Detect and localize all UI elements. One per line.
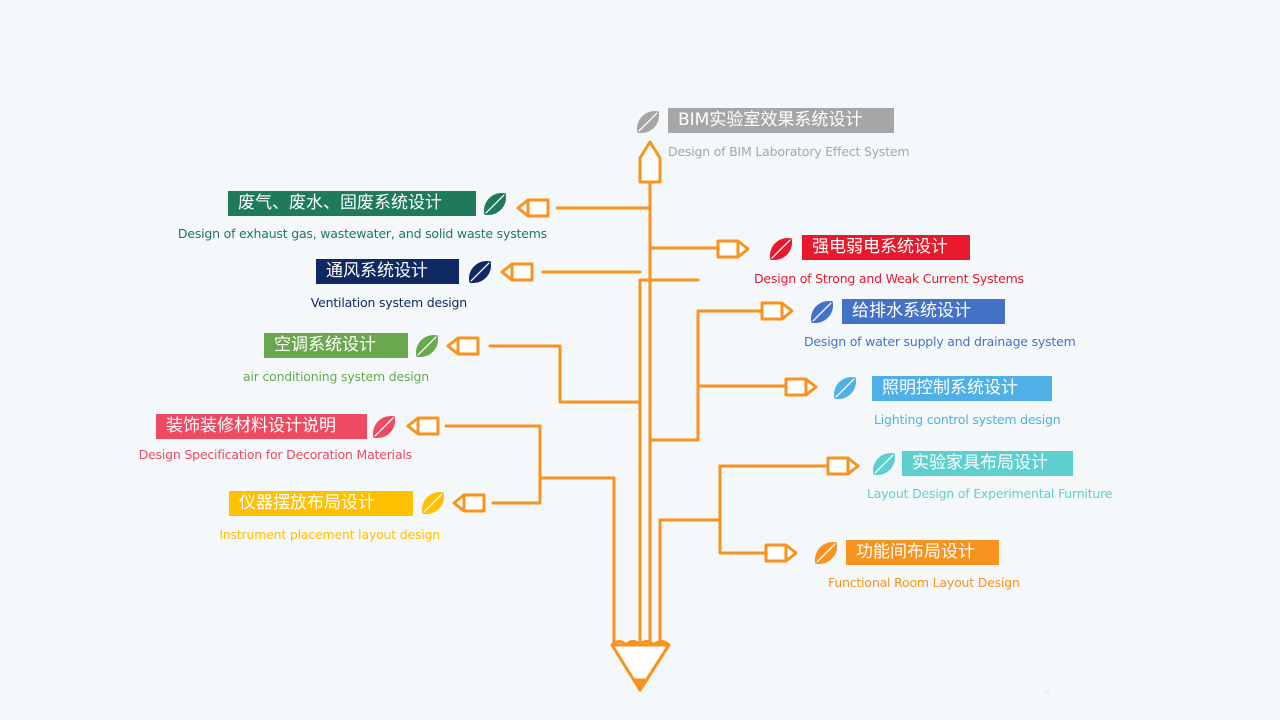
node-label-aircon: 空调系统设计 [264,333,408,358]
node-subtitle-room: Functional Room Layout Design [828,575,1020,590]
leaf-icon-current [769,237,793,261]
node-subtitle-decoration: Design Specification for Decoration Mate… [138,447,413,462]
leaf-icon-aircon [415,334,439,358]
pencil-instrument [452,493,486,513]
node-label-bim: BIM实验室效果系统设计 [668,108,894,133]
node-subtitle-instrument: Instrument placement layout design [219,527,440,542]
leaf-icon-water [810,300,834,324]
leaf-icon-decoration [372,415,396,439]
leaf-icon-room [814,541,838,565]
node-label-room: 功能间布局设计 [846,540,999,565]
node-subtitle-lighting: Lighting control system design [874,412,1061,427]
trunk-line-right [658,518,670,647]
node-label-furniture: 实验家具布局设计 [902,451,1073,476]
leaf-icon-instrument [421,491,445,515]
pencil-current [716,239,750,259]
node-subtitle-exhaust: Design of exhaust gas, wastewater, and s… [177,226,547,241]
node-subtitle-ventilation: Ventilation system design [310,295,467,310]
pencil-lighting [784,377,818,397]
node-label-lighting: 照明控制系统设计 [872,376,1052,401]
node-label-water: 给排水系统设计 [842,299,1005,324]
pencil-top [638,140,662,184]
node-subtitle-furniture: Layout Design of Experimental Furniture [867,486,1113,501]
pencil-exhaust [516,198,550,218]
branch-room [718,464,766,555]
branch-instrument [491,476,616,505]
pencil-decoration [406,416,440,436]
page-number: 2 [1044,684,1051,697]
pencil-aircon [446,336,480,356]
leaf-icon-exhaust [483,192,507,216]
node-label-ventilation: 通风系统设计 [316,259,459,284]
branch-water [648,309,762,442]
node-label-current: 强电弱电系统设计 [802,235,970,260]
pencil-ventilation [500,262,534,282]
node-label-decoration: 装饰装修材料设计说明 [156,414,367,439]
pencil-furniture [826,456,860,476]
trunk-line-left [638,278,700,647]
node-subtitle-water: Design of water supply and drainage syst… [804,334,1076,349]
leaf-icon-ventilation [468,260,492,284]
node-label-exhaust: 废气、废水、固废系统设计 [228,191,476,216]
leaf-icon-furniture [872,452,896,476]
branch-aircon [488,344,642,404]
pencil-lead-main [632,678,648,692]
node-subtitle-current: Design of Strong and Weak Current System… [754,271,1024,286]
node-subtitle-bim: Design of BIM Laboratory Effect System [668,144,910,159]
pencil-room [764,543,798,563]
leaf-icon-bim [636,110,660,134]
pencil-water [760,301,794,321]
leaf-icon-lighting [833,376,857,400]
pencil-tip-scallop [611,640,670,647]
node-label-instrument: 仪器摆放布局设计 [229,491,413,516]
node-subtitle-aircon: air conditioning system design [243,369,429,384]
